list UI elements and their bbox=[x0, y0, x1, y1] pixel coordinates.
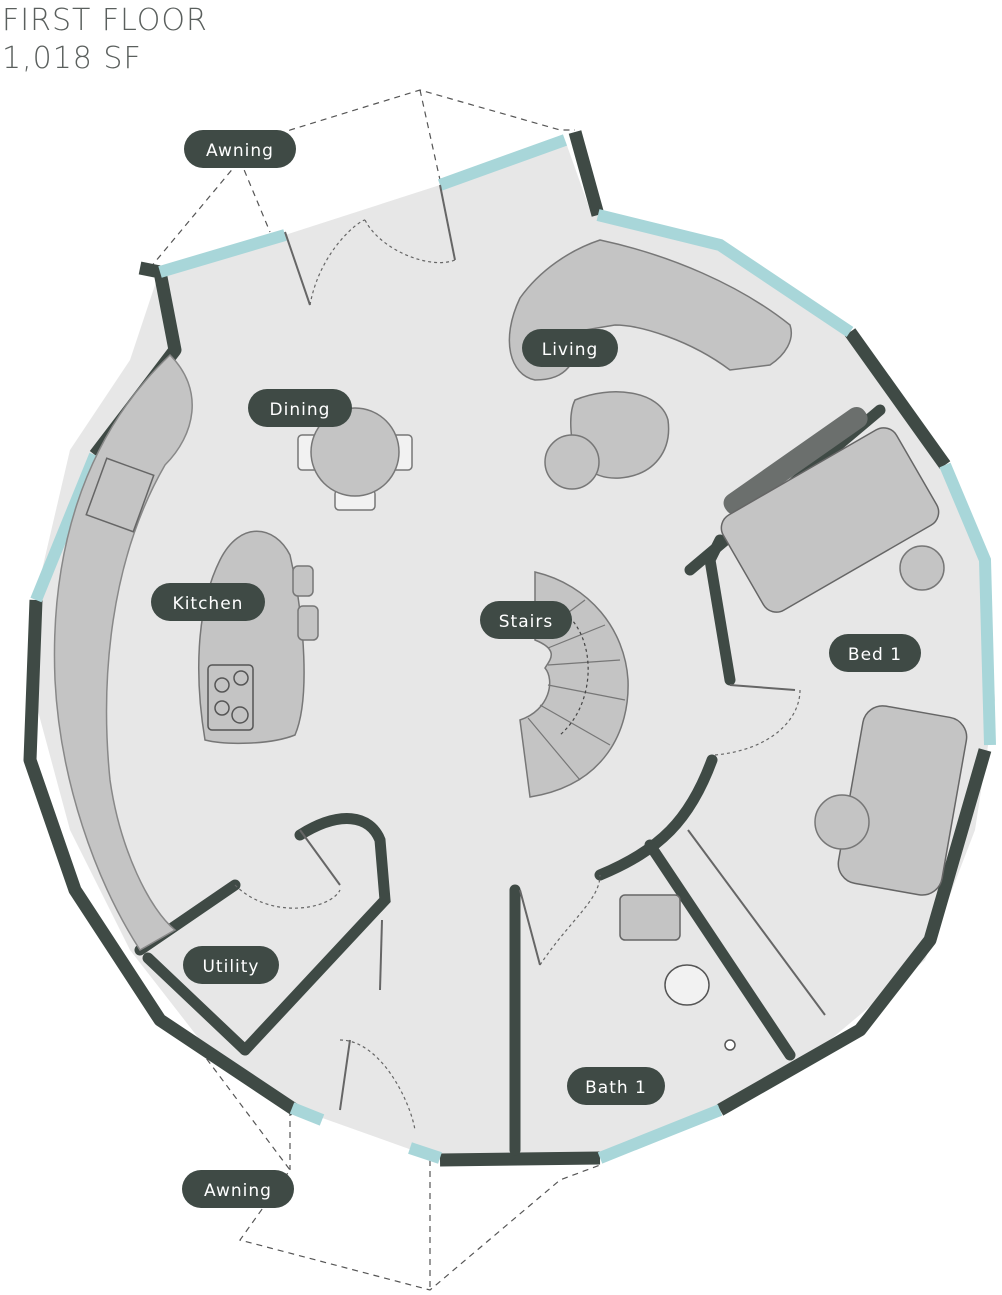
label-text: Bed 1 bbox=[848, 645, 902, 665]
nightstand bbox=[899, 545, 945, 591]
burner bbox=[233, 670, 249, 686]
label-text: Living bbox=[542, 340, 599, 360]
bed-1-daybed bbox=[837, 705, 968, 896]
dining-table bbox=[297, 407, 413, 511]
floor-area: 1,018 SF bbox=[2, 41, 142, 76]
kitchen-counter bbox=[53, 353, 193, 952]
burner bbox=[231, 706, 249, 724]
label-text: Bath 1 bbox=[585, 1078, 647, 1098]
label-text: Awning bbox=[204, 1181, 272, 1201]
label-stairs: Stairs bbox=[480, 601, 572, 639]
label-utility: Utility bbox=[183, 946, 279, 984]
side-table bbox=[544, 434, 600, 490]
label-text: Utility bbox=[202, 957, 259, 977]
label-kitchen: Kitchen bbox=[151, 583, 265, 621]
label-dining: Dining bbox=[248, 389, 352, 427]
label-text: Stairs bbox=[499, 612, 553, 632]
windows bbox=[30, 134, 996, 1164]
shower-drain bbox=[724, 1039, 736, 1051]
door-swings bbox=[234, 219, 801, 1131]
label-living: Living bbox=[522, 329, 618, 367]
label-text: Awning bbox=[206, 141, 274, 161]
bed-1-bench bbox=[723, 406, 868, 515]
armchair bbox=[814, 794, 870, 850]
label-bed-1: Bed 1 bbox=[829, 634, 921, 672]
label-text: Dining bbox=[270, 400, 331, 420]
burner bbox=[214, 700, 230, 716]
floor-header: FIRST FLOOR 1,018 SF bbox=[2, 2, 208, 78]
door-leaves bbox=[284, 184, 826, 1111]
burner bbox=[214, 677, 230, 693]
toilet bbox=[664, 964, 710, 1006]
label-awning-bottom: Awning bbox=[182, 1170, 294, 1208]
awning-bottom-outline bbox=[199, 1049, 601, 1291]
awning-top-outline bbox=[149, 89, 575, 269]
label-awning-top: Awning bbox=[184, 130, 296, 168]
label-bath-1: Bath 1 bbox=[567, 1067, 665, 1105]
floor-title: FIRST FLOOR bbox=[2, 3, 208, 38]
stool bbox=[292, 565, 314, 597]
label-text: Kitchen bbox=[173, 594, 244, 614]
stool bbox=[297, 605, 319, 641]
outer-walls bbox=[23, 130, 992, 1167]
bed-1-bed bbox=[720, 427, 940, 613]
bath-sink bbox=[619, 894, 681, 941]
kitchen-sink bbox=[85, 457, 155, 533]
